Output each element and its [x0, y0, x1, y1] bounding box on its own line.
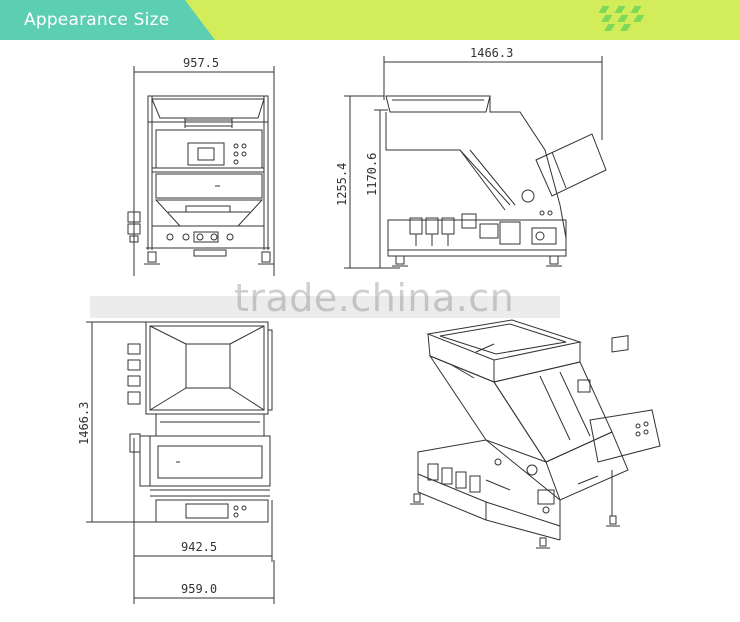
header-background	[0, 0, 740, 40]
perspective-hopper	[426, 319, 582, 361]
side-height-body-label: 1170.6	[365, 153, 379, 196]
front-width-label: 957.5	[183, 56, 219, 70]
perspective-base	[417, 439, 561, 527]
header-accent-tab	[0, 0, 215, 40]
top-dim-depth: 1466.3	[77, 321, 156, 523]
side-machine-body	[385, 95, 607, 267]
side-dim-height-body: 1170.6	[365, 109, 388, 268]
watermark-band	[90, 296, 560, 318]
front-view: 957.5	[127, 56, 275, 276]
side-length-label: 1466.3	[470, 46, 513, 60]
top-machine-body	[127, 321, 273, 523]
header-banner: Appearance Size	[0, 0, 740, 40]
header-checker-pattern-icon	[598, 6, 645, 31]
front-display-screen	[187, 142, 225, 166]
perspective-view	[410, 319, 661, 549]
side-height-total-label: 1255.4	[335, 163, 349, 206]
perspective-control-panel	[589, 409, 661, 463]
side-dim-height-total: 1255.4	[335, 95, 400, 269]
front-dim-top-width: 957.5	[133, 56, 275, 276]
top-width-inner-label: 942.5	[181, 540, 217, 554]
side-dim-length: 1466.3	[383, 46, 603, 140]
top-dim-width-inner: 942.5	[133, 438, 273, 562]
perspective-upper-body	[428, 354, 548, 463]
top-width-outer-label: 959.0	[181, 582, 217, 596]
top-depth-label: 1466.3	[77, 402, 91, 445]
front-machine-body	[127, 95, 274, 265]
watermark-text: trade.china.cn	[234, 276, 515, 320]
top-dim-width-outer: 959.0	[133, 560, 275, 604]
top-view: 1466.3 942.5 959.0	[77, 321, 275, 604]
side-view: 1466.3 1255.4 1170.6	[335, 46, 607, 269]
top-display-screen	[185, 503, 229, 519]
page-title: Appearance Size	[24, 10, 170, 30]
